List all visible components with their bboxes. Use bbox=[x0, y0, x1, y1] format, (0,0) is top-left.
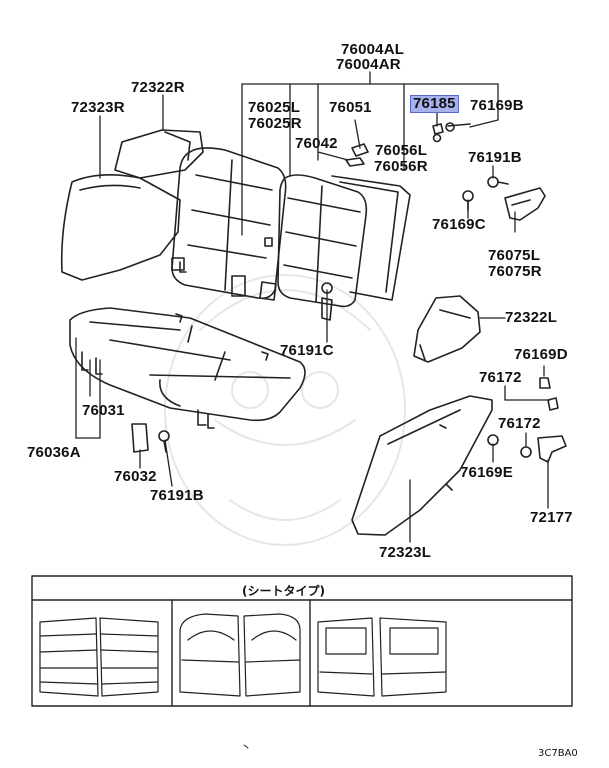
figure-code: 3C7BA0 bbox=[538, 748, 578, 759]
part-label-76075L: 76075L bbox=[488, 247, 541, 264]
scan-mark bbox=[243, 744, 249, 749]
trim-72322L bbox=[413, 295, 481, 363]
part-76051 bbox=[351, 143, 369, 157]
leader-lines bbox=[75, 71, 551, 543]
part-label-76169B: 76169B bbox=[470, 97, 524, 114]
part-label-76191C: 76191C bbox=[280, 342, 334, 359]
part-label-76042: 76042 bbox=[295, 135, 338, 152]
top-trim-72322R bbox=[114, 129, 204, 179]
part-label-76075R: 76075R bbox=[488, 263, 542, 280]
part-label-76172-lower: 76172 bbox=[498, 415, 541, 432]
part-label-76031: 76031 bbox=[82, 402, 125, 419]
part-label-76056R: 76056R bbox=[374, 158, 428, 175]
seat-type-inset bbox=[31, 575, 573, 707]
part-label-72322L: 72322L bbox=[505, 309, 558, 326]
part-label-76056L: 76056L bbox=[375, 142, 428, 159]
part-label-72323L: 72323L bbox=[379, 544, 432, 561]
watermark-emblem bbox=[164, 274, 406, 546]
part-label-76169E: 76169E bbox=[460, 464, 513, 481]
part-72177-bracket bbox=[537, 435, 567, 463]
part-76169C-bolt bbox=[462, 190, 474, 211]
part-label-76191B-bottom: 76191B bbox=[150, 487, 204, 504]
seat-type-variant-1 bbox=[39, 617, 159, 697]
part-76032-cover bbox=[131, 423, 149, 453]
part-label-76025L: 76025L bbox=[248, 99, 301, 116]
side-trim-72323L bbox=[351, 395, 493, 536]
part-label-72177: 72177 bbox=[530, 509, 573, 526]
part-76169D-clip bbox=[539, 377, 551, 389]
part-76042 bbox=[345, 157, 365, 167]
part-76191B-top-bolt bbox=[487, 176, 509, 188]
part-label-76191B-top: 76191B bbox=[468, 149, 522, 166]
part-label-76025R: 76025R bbox=[248, 115, 302, 132]
seat-back-hinges bbox=[171, 237, 277, 301]
part-label-76004AL: 76004AL bbox=[341, 41, 405, 58]
seat-type-variant-2 bbox=[179, 613, 301, 697]
part-label-76169D: 76169D bbox=[514, 346, 568, 363]
seat-cushion bbox=[69, 307, 306, 429]
part-label-76036A: 76036A bbox=[27, 444, 81, 461]
part-label-76004AR: 76004AR bbox=[336, 56, 401, 73]
seat-type-title: (シートタイプ) bbox=[242, 584, 325, 598]
part-label-72322R: 72322R bbox=[131, 79, 185, 96]
seat-back-left bbox=[171, 147, 287, 300]
part-76169B-bolt bbox=[445, 122, 471, 132]
part-76191B-bottom-bolt bbox=[158, 430, 170, 453]
part-76075-bracket bbox=[504, 187, 546, 221]
part-76169E-bolt bbox=[487, 434, 499, 446]
part-label-76172-upper: 76172 bbox=[479, 369, 522, 386]
side-trim-72323R bbox=[60, 174, 181, 281]
part-label-72323R: 72323R bbox=[71, 99, 125, 116]
seat-back-right bbox=[277, 174, 411, 308]
part-76185-clip bbox=[432, 123, 444, 143]
part-label-76032: 76032 bbox=[114, 468, 157, 485]
part-label-76185-highlighted[interactable]: 76185 bbox=[410, 95, 459, 113]
part-label-76051: 76051 bbox=[329, 99, 372, 116]
part-76191C-bolt bbox=[321, 282, 333, 321]
seat-type-variant-3 bbox=[317, 617, 447, 697]
part-76172-clips bbox=[520, 397, 559, 458]
part-label-76169C: 76169C bbox=[432, 216, 486, 233]
